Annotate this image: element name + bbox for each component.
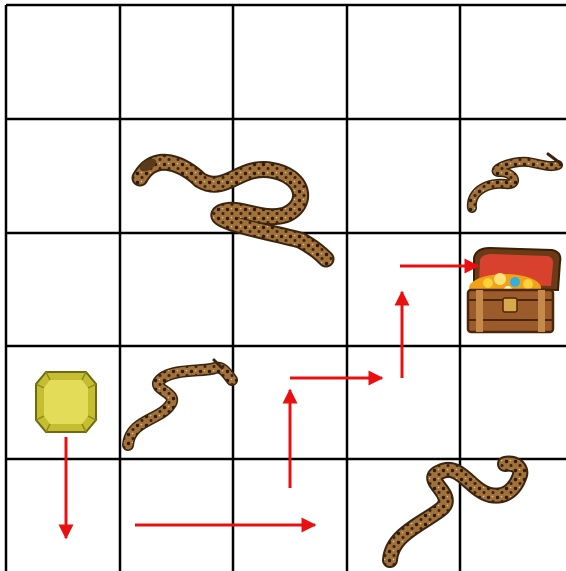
treasure-chest-icon <box>468 248 560 332</box>
snake-icon <box>128 360 232 445</box>
path-arrows <box>66 266 478 538</box>
snake-icon <box>390 464 520 560</box>
yellow-gem-icon <box>36 372 96 432</box>
snake-icon <box>472 154 560 208</box>
